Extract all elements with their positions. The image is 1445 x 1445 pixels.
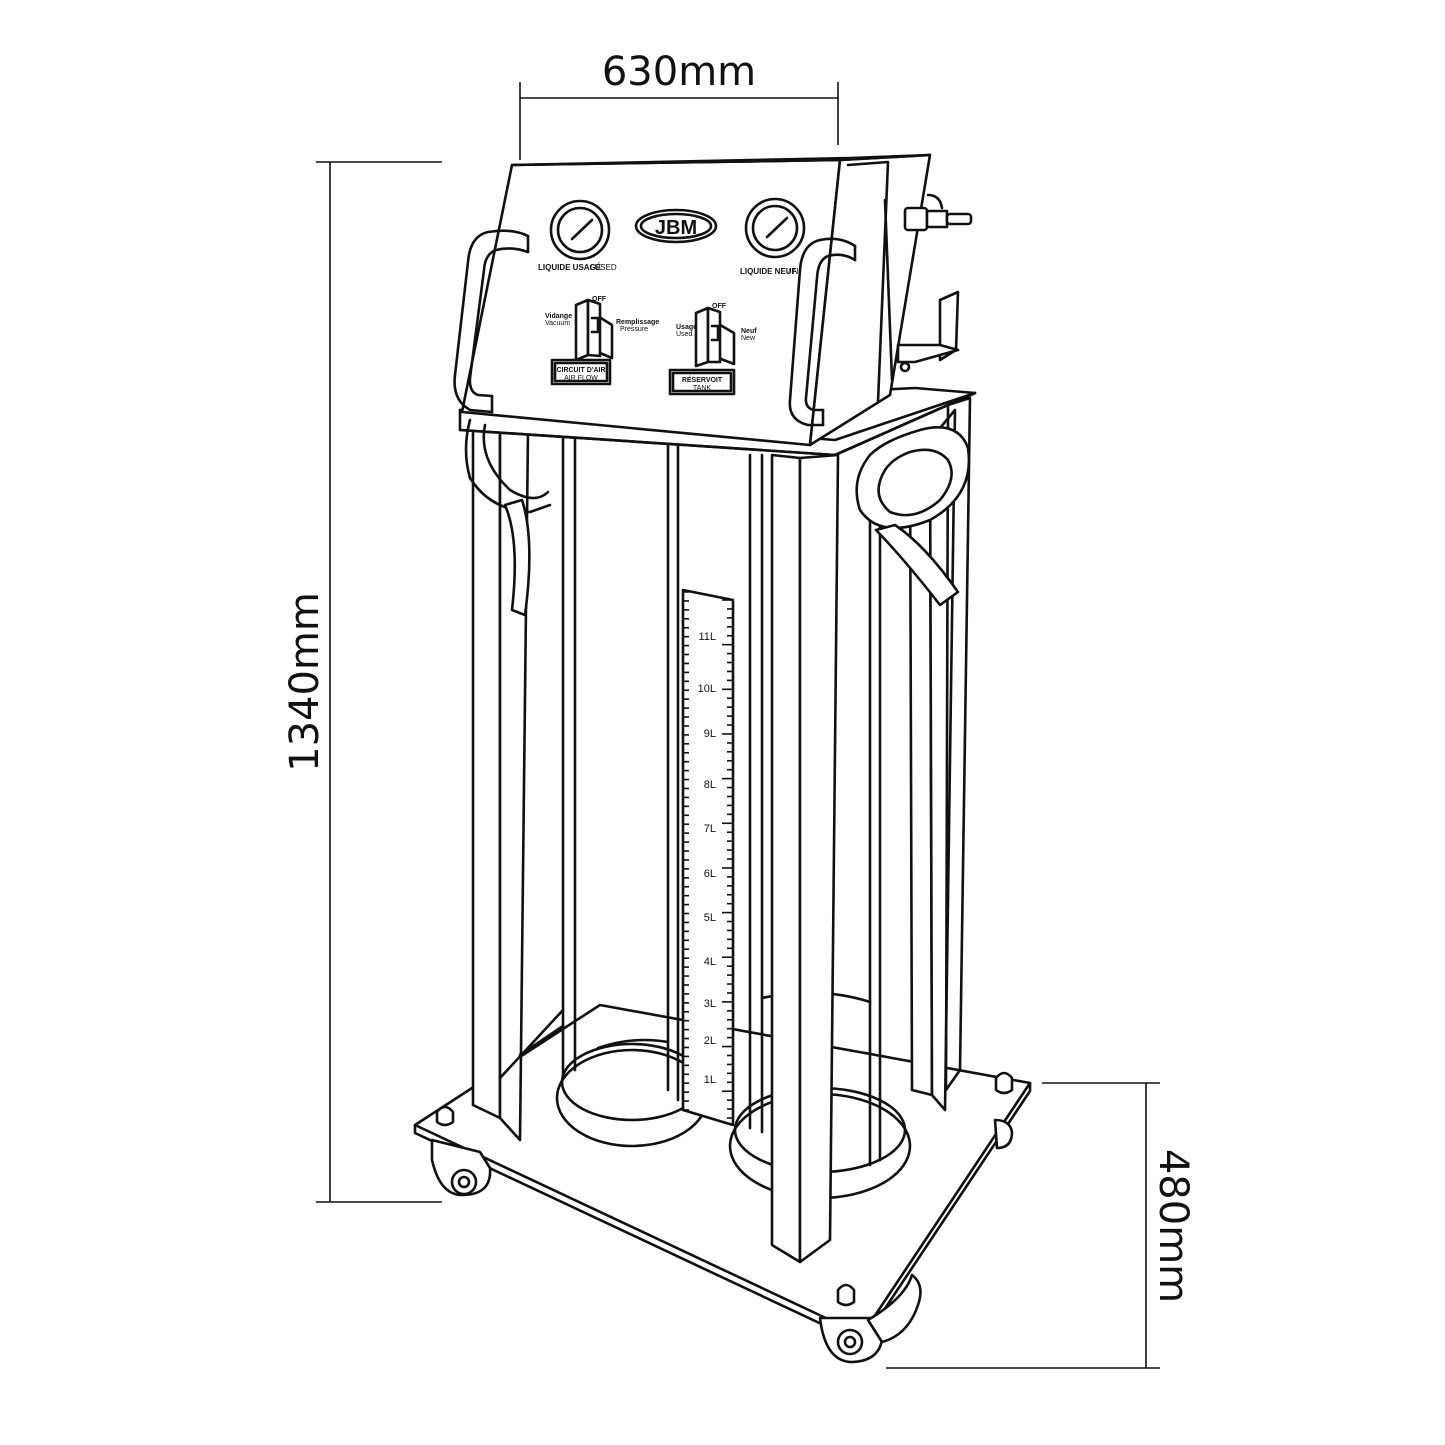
- caster-back-right: [993, 1118, 1014, 1150]
- air-flow-plate: CIRCUIT D'AIR AIR FLOW: [550, 358, 612, 386]
- control-panel: [460, 153, 932, 447]
- air-flow-left-fr: Vidange: [545, 313, 572, 320]
- air-flow-off: OFF: [592, 296, 607, 303]
- scale-label: 8L: [704, 779, 716, 791]
- gauge-used-icon: [549, 199, 611, 261]
- tank-off: OFF: [712, 303, 727, 310]
- height-label: 1340mm: [282, 592, 328, 772]
- air-flow-switch[interactable]: [574, 298, 614, 362]
- hose-left: [464, 418, 552, 617]
- scale-ticks: [683, 591, 733, 1119]
- tank-right-fr: Neuf: [741, 328, 757, 335]
- tank-left-fr: Usagé: [676, 324, 697, 331]
- air-flow-right-fr: Remplissage: [616, 319, 659, 326]
- scale-label: 6L: [704, 868, 716, 880]
- air-flow-left-en: Vacuum: [545, 320, 570, 327]
- air-flow-right-en: Pressure: [620, 326, 648, 333]
- scale-label: 10L: [698, 683, 716, 695]
- tank-plate-fr: RÉSERVOIT: [682, 375, 723, 384]
- logo-text: JBM: [655, 217, 697, 239]
- scale-label: 7L: [704, 823, 716, 835]
- air-flow-plate-en: AIR FLOW: [564, 375, 598, 382]
- caster-front-left: [430, 1138, 492, 1197]
- height-dimension: 1340mm: [282, 161, 442, 1203]
- tank-bottom-left: [555, 1042, 709, 1148]
- frame-leg-front-right: [770, 453, 840, 1264]
- base-height-dimension: 480mm: [886, 1082, 1196, 1369]
- scale-label: 2L: [704, 1035, 716, 1047]
- scale-label: 1L: [704, 1074, 716, 1086]
- air-flow-plate-fr: CIRCUIT D'AIR: [556, 367, 605, 374]
- scale-label: 3L: [704, 998, 716, 1010]
- handle-left: [453, 229, 530, 414]
- width-label: 630mm: [602, 49, 756, 95]
- scale-label: 11L: [698, 631, 716, 643]
- scale-label: 9L: [704, 728, 716, 740]
- tank-plate: RÉSERVOIT TANK: [668, 368, 736, 396]
- handle-right: [788, 237, 857, 427]
- gauge-new-label-fr: LIQUIDE NEUF: [740, 267, 797, 276]
- tank-left: [561, 428, 680, 1102]
- tank-right: [748, 453, 882, 1167]
- side-connector: [903, 193, 973, 232]
- gauge-used-label-en: / USED: [590, 263, 617, 272]
- gauge-new-icon: [744, 197, 806, 259]
- hose-right-coil: [855, 426, 971, 607]
- frame-brace-left: [498, 1008, 565, 1080]
- base-height-label: 480mm: [1150, 1149, 1196, 1303]
- base-bolts: [435, 1071, 1014, 1307]
- gauge-new-label-en: / N: [788, 267, 798, 276]
- width-dimension: 630mm: [519, 49, 839, 160]
- tank-switch[interactable]: [694, 306, 736, 368]
- jbm-logo: JBM: [634, 208, 718, 244]
- gauge-used-label-fr: LIQUIDE USAGÉ: [538, 263, 602, 272]
- hose-hanger-bracket: [896, 290, 960, 373]
- scale-labels: 11L 10L 9L 8L 7L 6L 5L 4L 3L 2L 1L: [698, 631, 716, 1086]
- tank-right-en: New: [741, 335, 756, 342]
- tank-plate-en: TANK: [693, 385, 711, 392]
- graduated-scale: 11L 10L 9L 8L 7L 6L 5L 4L 3L 2L 1L: [681, 588, 735, 1127]
- scale-label: 4L: [704, 956, 716, 968]
- scale-label: 5L: [704, 912, 716, 924]
- tank-left-en: Used: [676, 331, 692, 338]
- caster-front-right: [818, 1273, 922, 1364]
